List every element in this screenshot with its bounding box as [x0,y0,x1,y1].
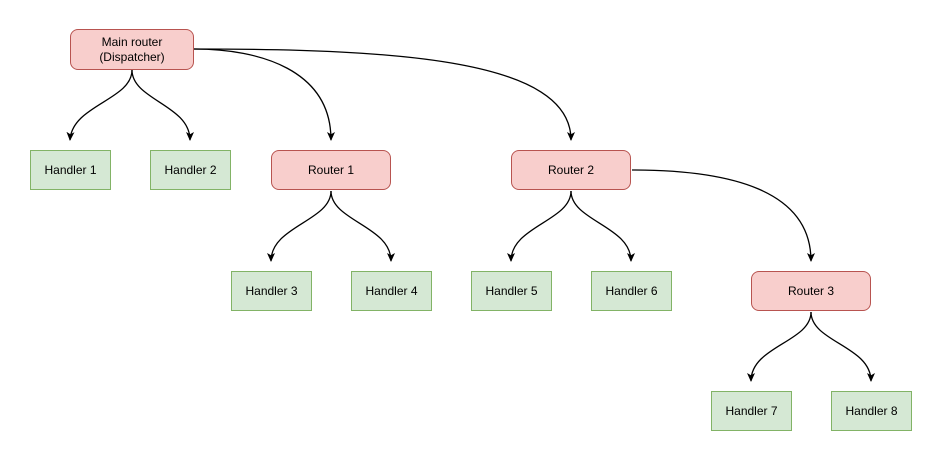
node-handler-2[interactable]: Handler 2 [150,150,231,190]
node-label-handler-8: Handler 8 [845,403,898,418]
node-handler-7[interactable]: Handler 7 [711,391,792,431]
node-label-handler-7: Handler 7 [725,403,778,418]
node-label-router-1: Router 1 [307,162,355,177]
node-handler-8[interactable]: Handler 8 [831,391,912,431]
edge-main-router-to-handler-2 [131,69,194,141]
edge-main-router-to-router-2 [193,48,575,141]
node-main-router[interactable]: Main router (Dispatcher) [70,29,194,70]
node-label-handler-3: Handler 3 [245,283,298,298]
edge-main-router-to-router-1 [193,48,335,141]
edge-router-2-to-handler-5 [507,190,572,262]
edge-router-3-to-handler-7 [747,311,812,382]
node-label-handler-1: Handler 1 [44,162,97,177]
node-handler-4[interactable]: Handler 4 [351,271,432,311]
node-handler-1[interactable]: Handler 1 [30,150,111,190]
node-label-handler-5: Handler 5 [485,283,538,298]
edge-router-1-to-handler-4 [330,190,395,262]
node-label-router-2: Router 2 [547,162,595,177]
edge-main-router-to-handler-1 [66,69,133,141]
node-label-handler-4: Handler 4 [365,283,418,298]
node-router-1[interactable]: Router 1 [271,150,391,190]
node-handler-5[interactable]: Handler 5 [471,271,552,311]
node-label-handler-2: Handler 2 [164,162,217,177]
edge-router-1-to-handler-3 [267,190,332,262]
edge-router-2-to-handler-6 [570,190,635,262]
node-router-2[interactable]: Router 2 [511,150,631,190]
node-router-3[interactable]: Router 3 [751,271,871,311]
edge-router-3-to-handler-8 [810,311,875,382]
node-label-main-router: Main router (Dispatcher) [99,34,165,64]
node-label-router-3: Router 3 [787,283,835,298]
edge-router-2-to-router-3 [631,169,815,262]
node-handler-3[interactable]: Handler 3 [231,271,312,311]
node-label-handler-6: Handler 6 [605,283,658,298]
node-handler-6[interactable]: Handler 6 [591,271,672,311]
